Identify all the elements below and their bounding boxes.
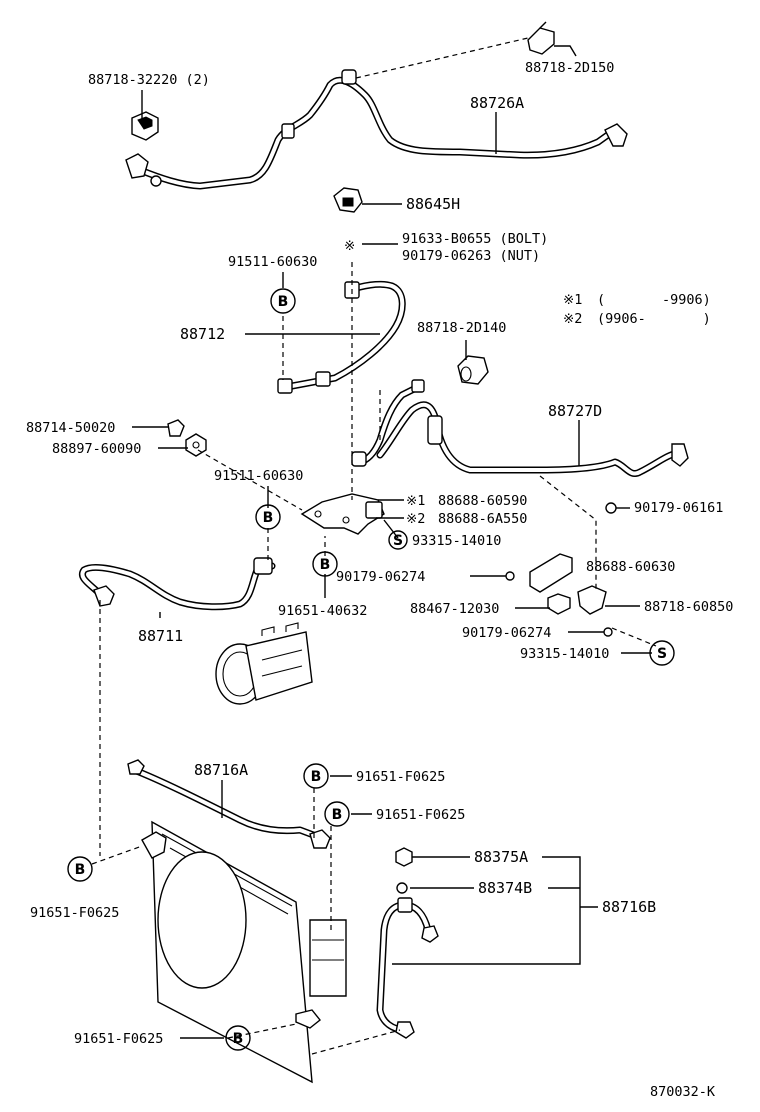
badge-b-91651-f0625-b: B <box>324 801 350 827</box>
label-88718-2d140: 88718-2D140 <box>417 320 506 336</box>
pipe-88727d <box>351 379 689 477</box>
svg-text:S: S <box>657 646 667 662</box>
condenser <box>141 820 347 1084</box>
dashed-connector-lines <box>91 37 657 1055</box>
svg-text:B: B <box>320 557 331 573</box>
clamp-88718-2d150 <box>527 21 555 55</box>
label-88712: 88712 <box>180 325 225 343</box>
bracket-88688-60630 <box>505 502 617 637</box>
svg-text:B: B <box>278 294 289 310</box>
svg-text:B: B <box>233 1031 244 1047</box>
part-labels: 88718-32220 (2) 88718-2D150 88726A 88645… <box>26 60 733 1100</box>
label-93315-14010-a: 93315-14010 <box>412 533 501 549</box>
legend-range-1: ( -9906) <box>597 292 711 308</box>
label-91651-f0625-a: 91651-F0625 <box>356 769 445 785</box>
label-88467-12030: 88467-12030 <box>410 601 499 617</box>
label-88897-60090: 88897-60090 <box>52 441 141 457</box>
svg-text:B: B <box>263 510 274 526</box>
badge-s-93315-b: S <box>649 640 675 666</box>
pressure-switch-88645h <box>333 187 363 213</box>
label-88716a: 88716A <box>194 761 248 779</box>
badge-b-91511-top: B <box>270 288 296 314</box>
badge-b-91651-f0625-d: B <box>225 1025 251 1051</box>
label-93315-14010-b: 93315-14010 <box>520 646 609 662</box>
label-91633-b0655: 91633-B0655 (BOLT) <box>402 231 548 247</box>
label-88374b: 88374B <box>478 879 532 897</box>
label-88726a: 88726A <box>470 94 524 112</box>
legend-mark-2: ※2 <box>563 311 582 327</box>
label-91651-40632: 91651-40632 <box>278 603 367 619</box>
label-88718-32220: 88718-32220 (2) <box>88 72 210 88</box>
legend-range-2: (9906- ) <box>597 311 711 327</box>
label-88688-60590: 88688-60590 <box>438 493 527 509</box>
label-91651-f0625-b: 91651-F0625 <box>376 807 465 823</box>
bracket-88688-60590 <box>300 493 385 535</box>
label-88727d: 88727D <box>548 402 602 420</box>
label-91511-60630-top: 91511-60630 <box>228 254 317 270</box>
badge-b-91651-40632: B <box>312 551 338 577</box>
clamp-88718-2d140 <box>457 355 489 385</box>
label-91651-f0625-c: 91651-F0625 <box>30 905 119 921</box>
pipe-88726a <box>125 69 628 190</box>
label-88711: 88711 <box>138 627 183 645</box>
pipe-88716b <box>376 847 439 1039</box>
label-88688-6a550: 88688-6A550 <box>438 511 527 527</box>
label-90179-06274-b: 90179-06274 <box>462 625 551 641</box>
pipe-88716a <box>127 759 331 849</box>
clamp-88718-32220 <box>131 111 159 141</box>
label-91511-60630-mid: 91511-60630 <box>214 468 303 484</box>
cap-88897 <box>185 433 207 457</box>
leader-lines <box>132 45 652 1039</box>
label-88714-50020: 88714-50020 <box>26 420 115 436</box>
label-88718-2d150: 88718-2D150 <box>525 60 614 76</box>
label-88718-60850: 88718-60850 <box>644 599 733 615</box>
mark-2-88688: ※2 <box>406 511 425 527</box>
note-mark-bolt: ※ <box>344 238 355 254</box>
label-88375a: 88375A <box>474 848 528 866</box>
svg-text:B: B <box>75 862 86 878</box>
compressor <box>215 622 313 705</box>
label-90179-06263: 90179-06263 (NUT) <box>402 248 540 264</box>
label-90179-06274-a: 90179-06274 <box>336 569 425 585</box>
badge-b-91651-f0625-c: B <box>67 856 93 882</box>
svg-text:B: B <box>311 769 322 785</box>
figure-code: 870032-K <box>650 1084 716 1100</box>
mark-1-88688: ※1 <box>406 493 425 509</box>
label-88688-60630: 88688-60630 <box>586 559 675 575</box>
label-88716b: 88716B <box>602 898 656 916</box>
valve-core-88714 <box>167 419 185 437</box>
svg-text:S: S <box>393 533 403 549</box>
legend-mark-1: ※1 <box>563 292 582 308</box>
pipe-88712 <box>277 280 406 394</box>
label-88645h: 88645H <box>406 195 460 213</box>
svg-text:B: B <box>332 807 343 823</box>
badge-s-93315-a: S <box>388 530 408 550</box>
label-90179-06161: 90179-06161 <box>634 500 723 516</box>
badge-b-91511-mid: B <box>255 504 281 530</box>
pipe-88711 <box>79 557 276 611</box>
label-91651-f0625-d: 91651-F0625 <box>74 1031 163 1047</box>
badge-b-91651-f0625-a: B <box>303 763 329 789</box>
